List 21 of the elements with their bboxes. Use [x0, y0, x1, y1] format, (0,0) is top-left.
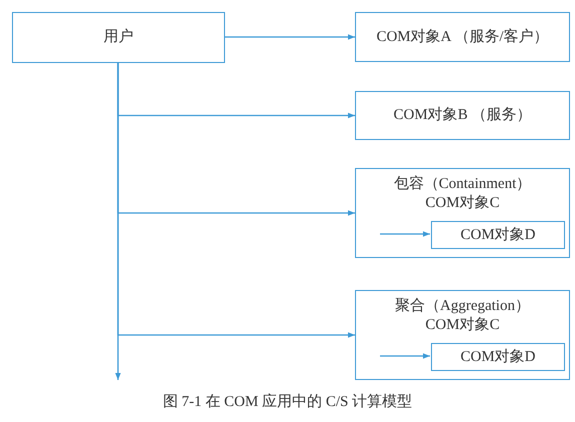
arrow: [225, 34, 355, 40]
box-label: COM对象A （服务/客户）: [376, 28, 549, 46]
arrow: [380, 353, 430, 359]
box-label: COM对象B （服务）: [394, 106, 532, 125]
container-box: [355, 168, 570, 258]
box-label: 用户: [104, 28, 134, 47]
arrow: [115, 63, 121, 380]
box-label: COM对象D: [460, 348, 536, 366]
arrow: [380, 231, 430, 237]
box-label: COM对象D: [460, 226, 536, 244]
object-box: [431, 221, 565, 249]
object-box: [355, 91, 570, 140]
box-label: COM对象C: [425, 316, 500, 335]
box-heading: 聚合（Aggregation）: [395, 297, 530, 316]
object-box: [431, 343, 565, 371]
box-label: COM对象C: [425, 194, 500, 213]
object-box: [355, 12, 570, 62]
figure-caption: 图 7-1 在 COM 应用中的 C/S 计算模型: [162, 394, 412, 410]
process-box: [12, 12, 225, 63]
container-box: [355, 290, 570, 380]
box-heading: 包容（Containment）: [394, 175, 532, 194]
